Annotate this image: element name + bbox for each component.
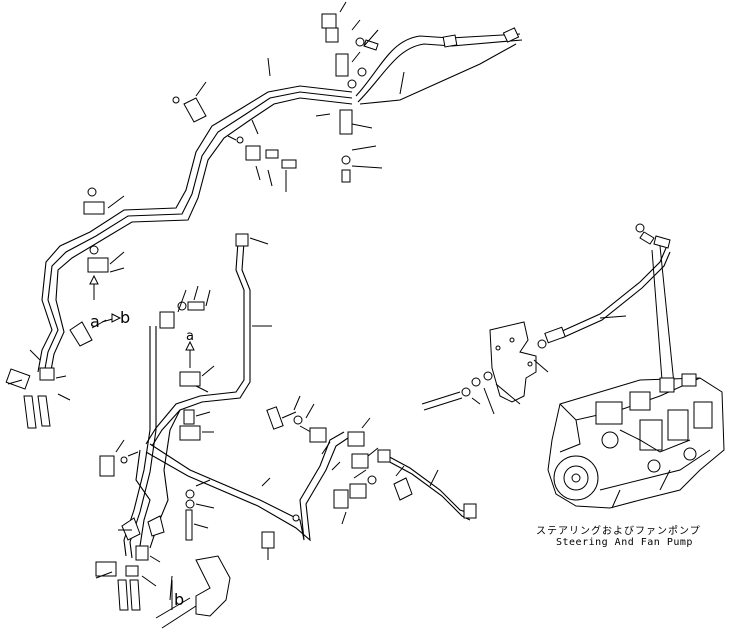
lower-pipe-assembly [95, 233, 477, 629]
bracket-plate [489, 321, 537, 403]
pump-hose-assembly [421, 223, 675, 415]
view-mark-a: a [90, 312, 100, 331]
connector-block [335, 53, 349, 77]
hydraulic-pump-icon [547, 373, 725, 509]
view-mark-b-2: b [174, 590, 184, 609]
mounting-bracket [195, 555, 231, 617]
pump-caption-english: Steering And Fan Pump [556, 537, 693, 548]
view-mark-b: b [120, 308, 130, 327]
upper-pipe-assembly [5, 1, 523, 429]
clamp-block [321, 13, 337, 29]
view-mark-a-2: a [186, 329, 194, 344]
pump-caption-japanese: ステアリングおよびファンポンプ [536, 526, 701, 537]
